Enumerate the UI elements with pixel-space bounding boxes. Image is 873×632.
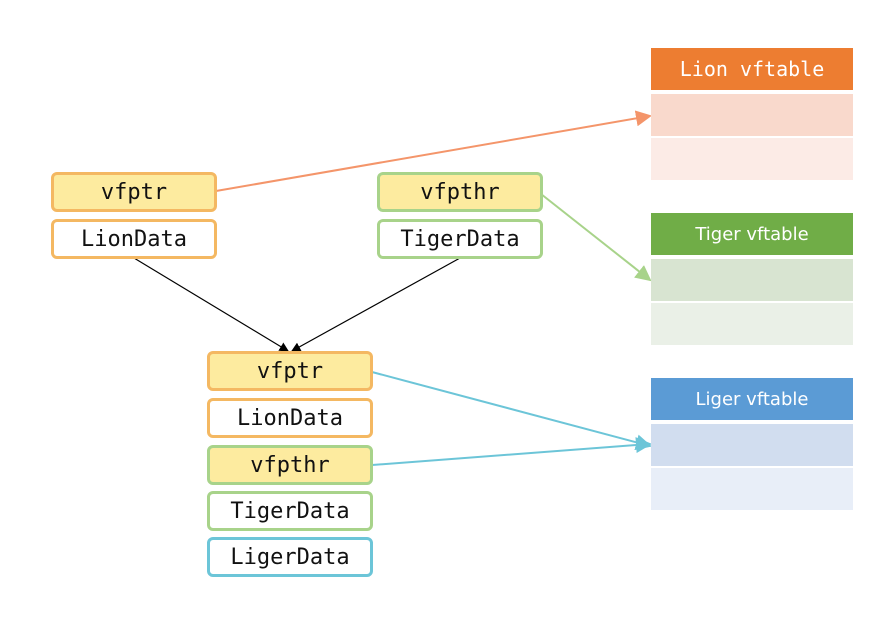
- liger-vftable-slot: [651, 424, 853, 466]
- lion-inherit-arrow: [133, 257, 290, 352]
- tiger-vftable-slot: [651, 259, 853, 301]
- lion-vfptr-arrow: [215, 110, 652, 192]
- lion-vfptr-box: vfptr: [51, 172, 217, 212]
- lion-data-box: LionData: [51, 219, 217, 259]
- lion-vftable-header: Lion vftable: [651, 48, 853, 90]
- liger-ligerdata-box: LigerData: [207, 537, 373, 577]
- tiger-data-box: TigerData: [377, 219, 543, 259]
- tiger-inherit-arrow: [290, 257, 461, 352]
- liger-tigerdata-box: TigerData: [207, 491, 373, 531]
- liger-vfptr-box: vfptr: [207, 351, 373, 391]
- liger-vftable-header: Liger vftable: [651, 378, 853, 420]
- liger-liondata-box: LionData: [207, 398, 373, 438]
- lion-vftable-slot: [651, 94, 853, 136]
- tiger-vfpthr-arrow: [540, 193, 652, 282]
- liger-vfptr-arrow: [371, 371, 652, 451]
- tiger-vfpthr-box: vfpthr: [377, 172, 543, 212]
- tiger-vftable-slot: [651, 303, 853, 345]
- tiger-vftable-header: Tiger vftable: [651, 213, 853, 255]
- liger-vfpthr-arrow: [371, 437, 652, 466]
- liger-vfpthr-box: vfpthr: [207, 445, 373, 485]
- lion-vftable-slot: [651, 138, 853, 180]
- liger-vftable-slot: [651, 468, 853, 510]
